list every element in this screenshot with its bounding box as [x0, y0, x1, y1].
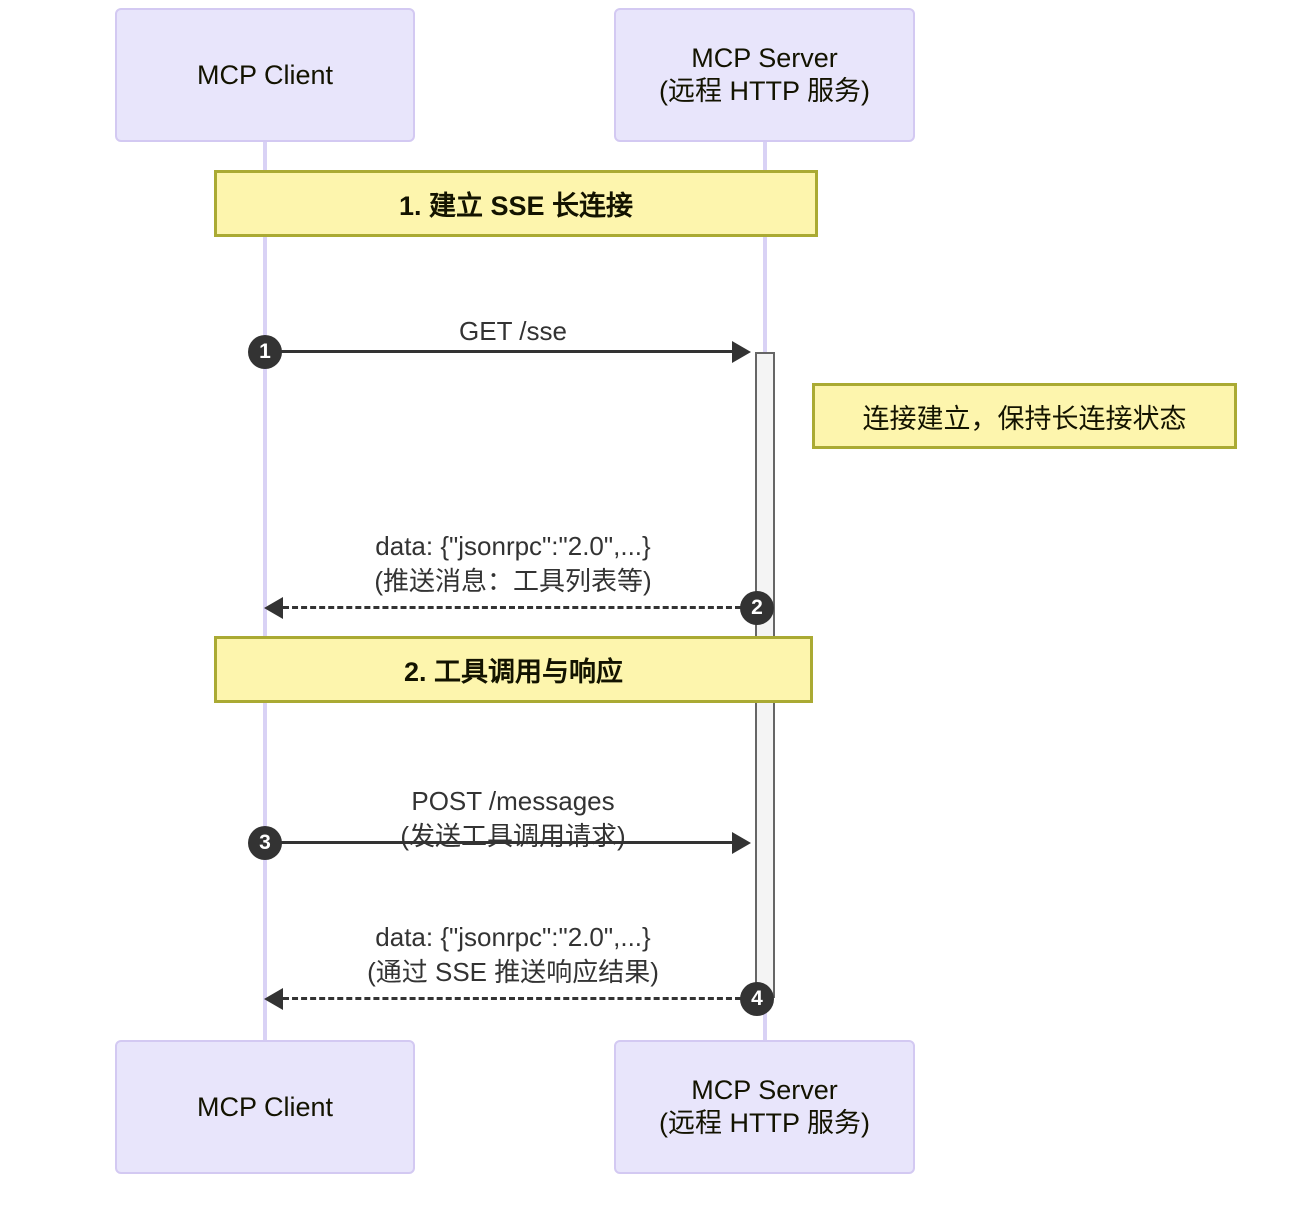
message-2-arrow-line — [283, 606, 741, 609]
participant-client-bottom-label: MCP Client — [196, 1091, 334, 1122]
section-band-2-label: 2. 工具调用与响应 — [403, 657, 624, 687]
participant-server-top-label: MCP Server (远程 HTTP 服务) — [659, 43, 870, 106]
message-2-seq-badge: 2 — [740, 591, 774, 625]
message-1-seq-value: 1 — [259, 340, 271, 363]
message-3-seq-badge: 3 — [248, 826, 282, 860]
message-3-text: POST /messages (发送工具调用请求) — [400, 786, 626, 851]
message-2-text: data: {"jsonrpc":"2.0",...} (推送消息：工具列表等) — [374, 531, 652, 596]
message-4-text: data: {"jsonrpc":"2.0",...} (通过 SSE 推送响应… — [367, 922, 659, 987]
message-2-seq-value: 2 — [751, 596, 763, 619]
message-1-text: GET /sse — [459, 316, 567, 347]
participant-server-bottom[interactable]: MCP Server (远程 HTTP 服务) — [614, 1040, 915, 1174]
note-connection-established-text: 连接建立，保持长连接状态 — [862, 403, 1187, 434]
note-connection-established: 连接建立，保持长连接状态 — [812, 383, 1237, 449]
message-1-seq-badge: 1 — [248, 335, 282, 369]
message-4-arrow-line — [283, 997, 741, 1000]
participant-server-top[interactable]: MCP Server (远程 HTTP 服务) — [614, 8, 915, 142]
message-3-seq-value: 3 — [259, 831, 271, 854]
message-1-arrow-head — [732, 341, 751, 363]
participant-client-bottom[interactable]: MCP Client — [115, 1040, 415, 1174]
message-1-arrow-line — [265, 350, 732, 353]
participant-client-top-label: MCP Client — [196, 59, 334, 90]
message-2-label: data: {"jsonrpc":"2.0",...} (推送消息：工具列表等) — [278, 495, 748, 598]
message-3-arrow-head — [732, 832, 751, 854]
section-band-1-label: 1. 建立 SSE 长连接 — [398, 191, 634, 221]
section-band-1: 1. 建立 SSE 长连接 — [214, 170, 818, 237]
message-4-label: data: {"jsonrpc":"2.0",...} (通过 SSE 推送响应… — [278, 886, 748, 989]
lifeline-client — [263, 142, 267, 1046]
message-3-arrow-line — [265, 841, 732, 844]
participant-client-top[interactable]: MCP Client — [115, 8, 415, 142]
participant-server-bottom-label: MCP Server (远程 HTTP 服务) — [659, 1075, 870, 1138]
message-4-seq-value: 4 — [751, 987, 763, 1010]
message-2-arrow-head — [264, 597, 283, 619]
section-band-2: 2. 工具调用与响应 — [214, 636, 813, 703]
message-4-arrow-head — [264, 988, 283, 1010]
message-1-label: GET /sse — [283, 280, 743, 349]
message-4-seq-badge: 4 — [740, 982, 774, 1016]
message-3-label: POST /messages (发送工具调用请求) — [283, 750, 743, 853]
